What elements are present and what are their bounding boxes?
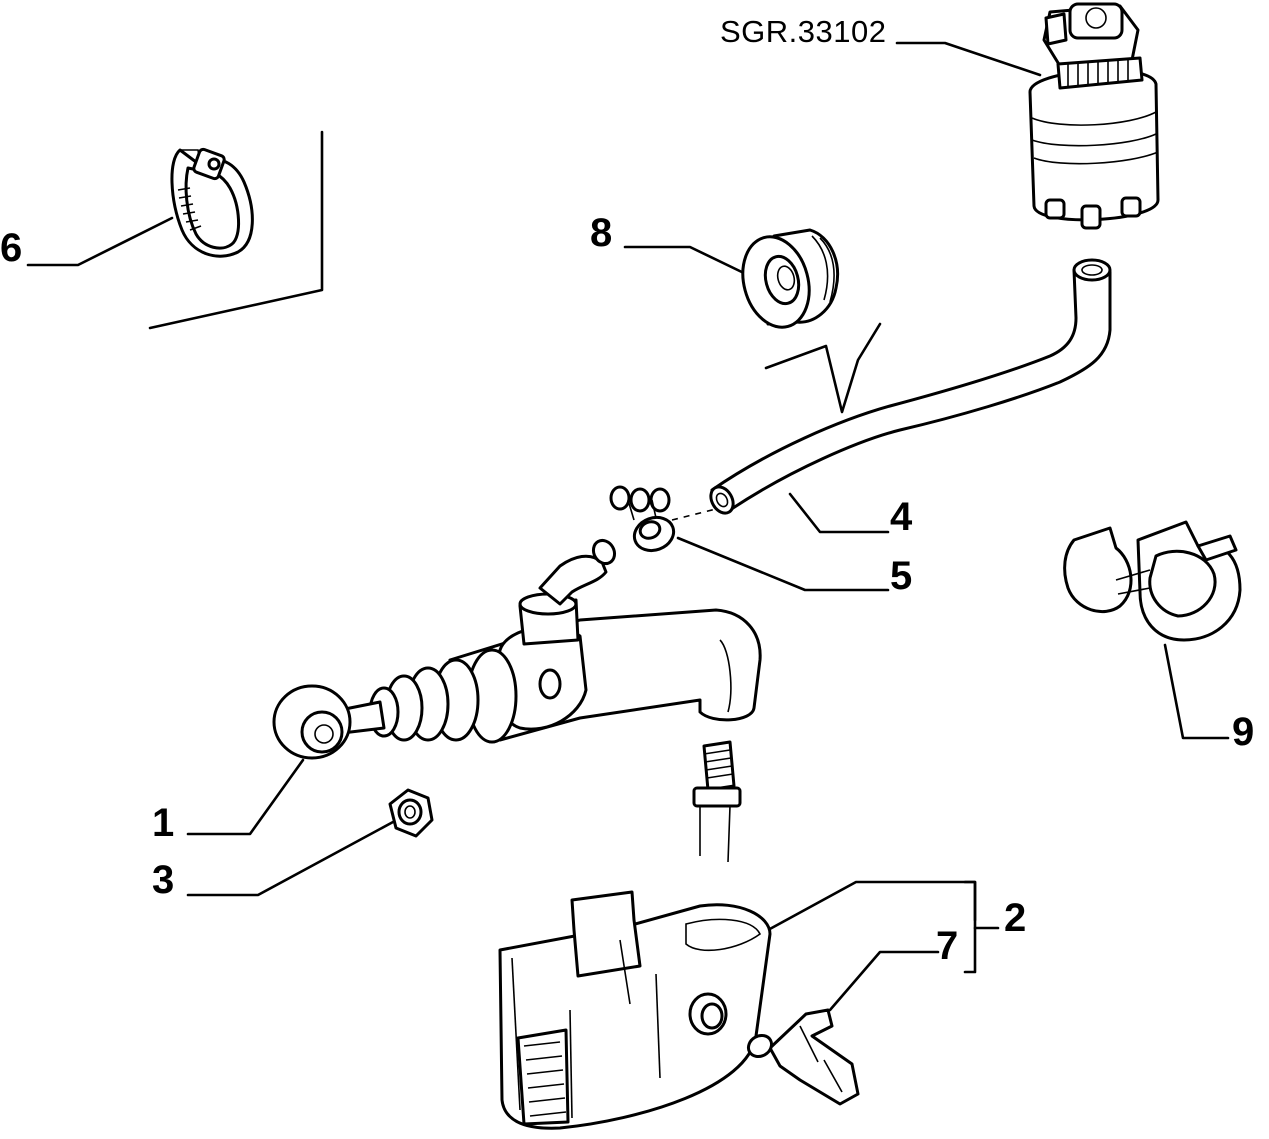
callout-8: 8 [590,211,613,255]
callout-5: 5 [890,554,913,598]
fluid-reservoir [1028,2,1160,230]
leader-6 [26,216,174,267]
leader-3 [186,820,395,897]
clip-part-7 [746,1008,860,1106]
section-frame [148,130,324,330]
callout-1: 1 [152,801,175,845]
bracket-part-2 [498,890,772,1130]
leader-2 [766,880,977,932]
leader-7 [828,950,940,1012]
spring-clamp-part-5 [609,485,676,553]
grommet-part-8 [741,228,839,329]
callout-7: 7 [936,924,959,968]
leader-5 [676,536,890,592]
leader-1 [186,758,305,836]
leader-lines [26,41,1230,1012]
master-cylinder-assembly [272,538,762,760]
hose-part-4 [709,258,1112,515]
callout-2: 2 [1004,896,1027,940]
hose-clamp-part-6 [170,147,254,258]
bracket-2-7 [963,880,977,974]
nut-part-3 [388,788,434,838]
leader-8 [623,245,750,277]
double-clip-part-9 [1063,520,1242,642]
callout-3: 3 [152,858,175,902]
reference-code-label: SGR.33102 [720,14,887,49]
leader-9 [1163,643,1230,740]
pipe-fitting [692,740,742,863]
leader-reference [895,41,1042,77]
callout-6: 6 [0,226,23,270]
assembly-axis [671,507,721,521]
callout-4: 4 [890,495,913,539]
callout-9: 9 [1232,710,1255,754]
leader-4 [788,492,890,534]
